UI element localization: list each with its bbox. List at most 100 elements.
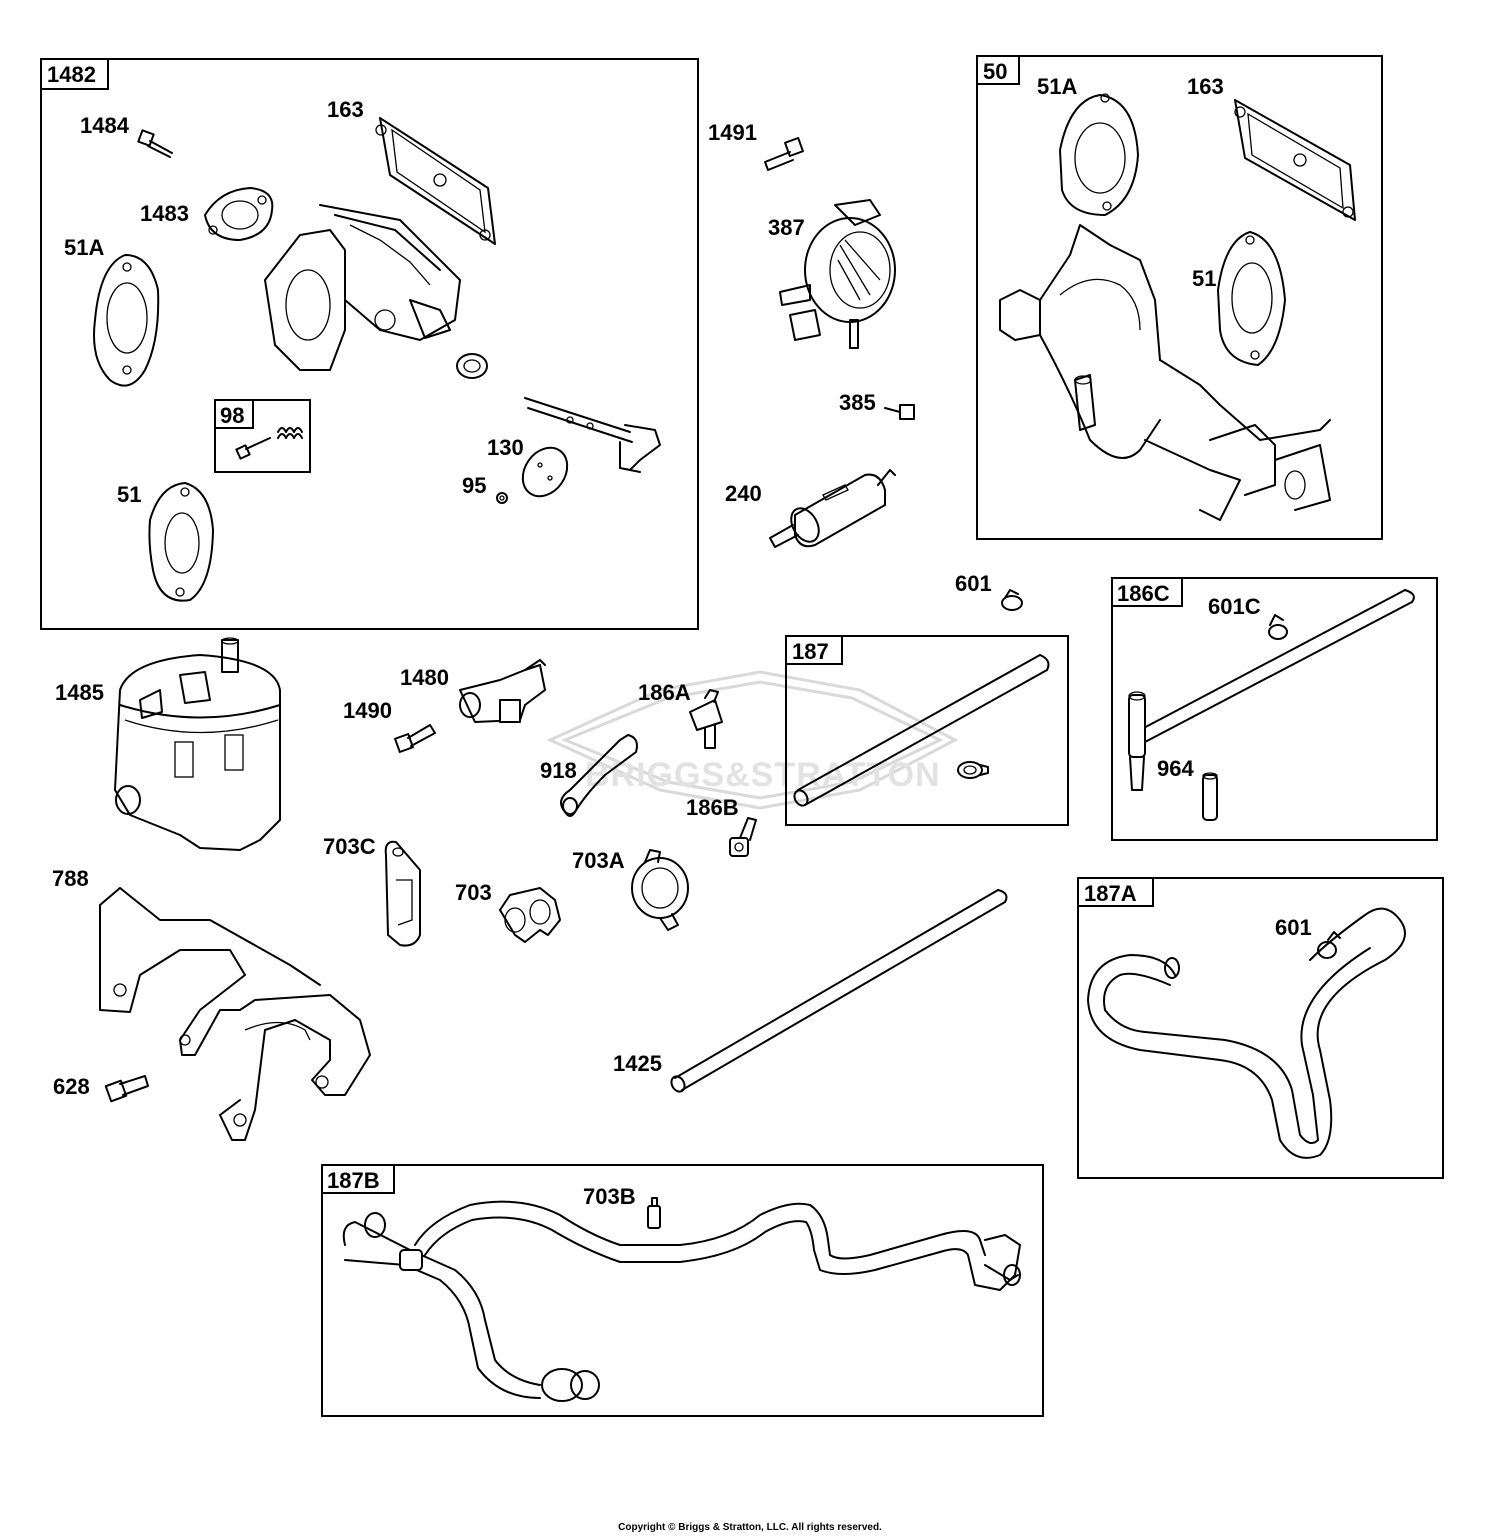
part-186B-fitting bbox=[729, 817, 757, 857]
part-1491-screw bbox=[764, 137, 804, 171]
part-1484-screw bbox=[137, 129, 173, 158]
part-186C-tube bbox=[1139, 589, 1415, 743]
label-703A: 703A bbox=[572, 848, 625, 873]
group-187B-label: 187B bbox=[327, 1168, 380, 1193]
label-163-50: 163 bbox=[1187, 74, 1224, 99]
part-240-fuel-filter bbox=[769, 469, 896, 548]
group-187A-label: 187A bbox=[1084, 881, 1137, 906]
label-1490: 1490 bbox=[343, 698, 392, 723]
group-50-tag bbox=[976, 55, 1020, 85]
label-385: 385 bbox=[839, 390, 876, 415]
part-186A-fitting bbox=[689, 689, 723, 749]
label-240: 240 bbox=[725, 481, 762, 506]
group-1482: 1482 bbox=[40, 58, 699, 630]
part-163-gasket bbox=[375, 117, 496, 245]
part-98-screw bbox=[235, 437, 271, 460]
label-186A: 186A bbox=[638, 680, 691, 705]
group-98-tag bbox=[214, 399, 254, 429]
label-130: 130 bbox=[487, 435, 524, 460]
part-1485-canister bbox=[114, 637, 281, 851]
group-187B: 187B 703B bbox=[321, 1164, 1044, 1417]
group-186C-label: 186C bbox=[1117, 581, 1170, 606]
group-98-frame bbox=[214, 399, 311, 473]
part-964-sleeve bbox=[1202, 772, 1218, 821]
group-187-label: 187 bbox=[792, 639, 829, 664]
group-50: 50 bbox=[976, 55, 1383, 540]
group-50-frame bbox=[976, 55, 1383, 540]
part-51A-gasket bbox=[93, 254, 160, 387]
group-1482-label: 1482 bbox=[47, 62, 96, 87]
group-1482-frame bbox=[40, 58, 699, 630]
part-187A-hose bbox=[1087, 907, 1406, 1159]
group-187A: 187A 601 bbox=[1077, 877, 1444, 1179]
part-51A-gasket-50 bbox=[1059, 93, 1139, 216]
group-187-frame bbox=[785, 635, 1069, 826]
part-628-screw bbox=[104, 1075, 149, 1103]
group-187-tag bbox=[785, 635, 843, 665]
label-964: 964 bbox=[1157, 756, 1194, 781]
part-98-spring bbox=[277, 427, 303, 439]
watermark-logo: BRIGGS&STRATTON bbox=[546, 670, 959, 810]
label-601-187A: 601 bbox=[1275, 915, 1312, 940]
label-1484: 1484 bbox=[80, 113, 130, 138]
label-1485: 1485 bbox=[55, 680, 104, 705]
group-98: 98 bbox=[214, 399, 311, 473]
part-95-screw bbox=[496, 492, 508, 504]
label-95: 95 bbox=[462, 473, 486, 498]
group-186C: 186C 601C 964 bbox=[1111, 577, 1438, 841]
group-187B-tag bbox=[321, 1164, 395, 1194]
part-186C-elbow bbox=[1128, 691, 1146, 791]
part-601C-clamp bbox=[1268, 614, 1288, 640]
part-130-plate bbox=[521, 446, 569, 498]
group-187A-tag bbox=[1077, 877, 1154, 907]
part-187-tube bbox=[793, 654, 1050, 807]
part-1483-flange bbox=[204, 187, 274, 241]
group-187B-frame bbox=[321, 1164, 1044, 1417]
part-1490-screw bbox=[394, 724, 436, 753]
label-163: 163 bbox=[327, 97, 364, 122]
label-703: 703 bbox=[455, 880, 492, 905]
label-387: 387 bbox=[768, 215, 805, 240]
part-187-clamp bbox=[957, 761, 989, 779]
part-1480-connector bbox=[459, 659, 546, 723]
group-50-label: 50 bbox=[983, 59, 1007, 84]
label-1491: 1491 bbox=[708, 120, 757, 145]
group-186C-tag bbox=[1111, 577, 1183, 607]
label-186B: 186B bbox=[686, 795, 739, 820]
label-51A: 51A bbox=[64, 235, 104, 260]
part-385-screw bbox=[884, 404, 915, 420]
group-186C-frame bbox=[1111, 577, 1438, 841]
group-187A-frame bbox=[1077, 877, 1444, 1179]
part-703-clip bbox=[499, 887, 561, 943]
label-1483: 1483 bbox=[140, 201, 189, 226]
part-918-hose bbox=[560, 734, 638, 817]
part-51-gasket bbox=[148, 482, 214, 602]
part-703B-fitting bbox=[647, 1197, 661, 1229]
label-1480: 1480 bbox=[400, 665, 449, 690]
label-788: 788 bbox=[52, 866, 89, 891]
label-51-50: 51 bbox=[1192, 266, 1216, 291]
part-bushing bbox=[456, 353, 488, 379]
label-703B: 703B bbox=[583, 1184, 636, 1209]
part-intake-manifold bbox=[999, 224, 1331, 521]
group-98-label: 98 bbox=[220, 403, 244, 428]
label-51: 51 bbox=[117, 482, 141, 507]
label-51A-50: 51A bbox=[1037, 74, 1077, 99]
part-387-fuel-pump bbox=[779, 199, 896, 349]
part-throttle-shaft bbox=[524, 397, 661, 473]
label-703C: 703C bbox=[323, 834, 376, 859]
copyright-notice: Copyright © Briggs & Stratton, LLC. All … bbox=[618, 1522, 882, 1533]
part-703C-clip bbox=[384, 840, 421, 947]
part-throttle-body bbox=[264, 204, 461, 371]
label-628: 628 bbox=[53, 1074, 90, 1099]
group-1482-tag bbox=[40, 58, 109, 90]
part-51-gasket-50 bbox=[1217, 231, 1286, 366]
part-601-clamp-187A bbox=[1317, 931, 1341, 959]
label-1425: 1425 bbox=[613, 1051, 662, 1076]
part-187B-hose-assembly bbox=[342, 1200, 1021, 1402]
label-601: 601 bbox=[955, 571, 992, 596]
watermark-text: BRIGGS&STRATTON bbox=[585, 756, 941, 794]
part-703A-clamp bbox=[631, 849, 689, 931]
part-1425-tube bbox=[670, 889, 1008, 1093]
